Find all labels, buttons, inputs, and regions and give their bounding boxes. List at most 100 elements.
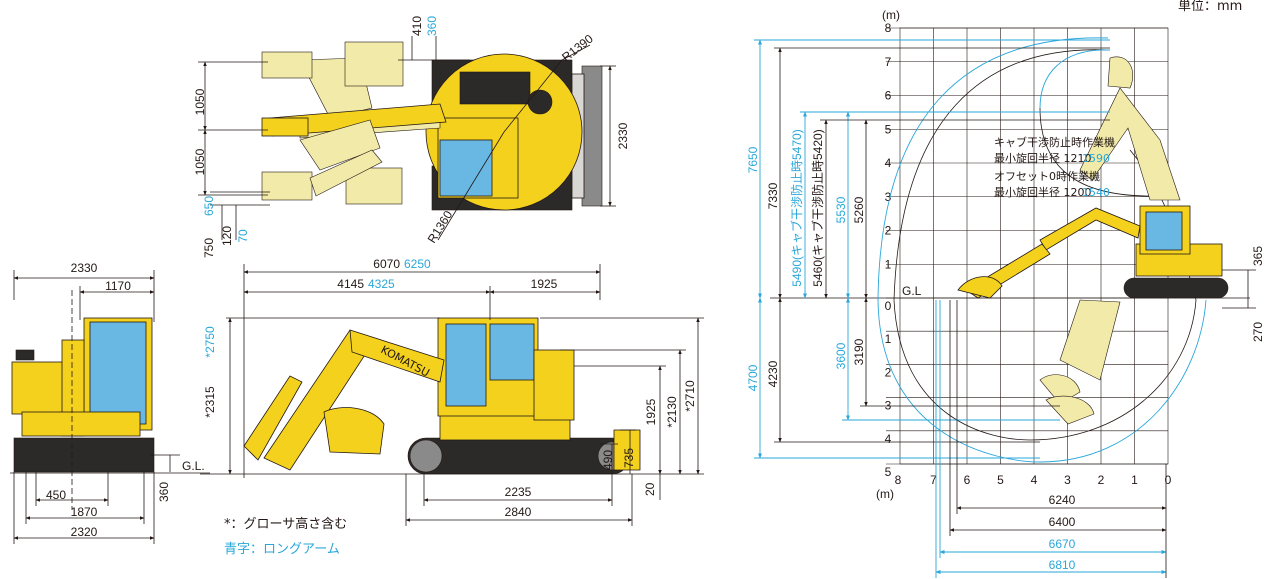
dim-750: 750 (202, 238, 216, 258)
dim-5260: 5260 (852, 196, 866, 223)
dim-6670: 6670 (1049, 537, 1076, 551)
dim-2840: 2840 (505, 505, 532, 519)
x-tick-label: 0 (1165, 473, 1172, 487)
anno-cab-title: キャブ干渉防止時作業機 (994, 135, 1115, 149)
dim-6240: 6240 (1049, 493, 1076, 507)
y-tick-label: 7 (885, 55, 892, 69)
dim-4700: 4700 (746, 364, 760, 391)
dim-450: 450 (46, 488, 66, 502)
top-cab-glass (439, 139, 493, 197)
dim-r1390: R1390 (559, 31, 596, 64)
y-tick-label: 2 (885, 224, 892, 238)
x-tick-label: 2 (1098, 473, 1105, 487)
anno-cab-radius-long: 1590 (1082, 152, 1110, 165)
dim-6070: 6070 (373, 257, 400, 271)
dim-7330: 7330 (766, 182, 780, 209)
gl-label-chart: G.L (902, 284, 922, 298)
dim-4325: 4325 (368, 277, 395, 291)
x-tick-label: 7 (930, 473, 937, 487)
dim-2330-top: 2330 (616, 122, 630, 149)
y-tick-label: 4 (885, 432, 892, 446)
dim-2315: *2315 (203, 386, 217, 418)
y-tick-label: 5 (885, 122, 892, 136)
anno-offset-radius: 最小旋回半径 1200 (994, 185, 1092, 199)
x-tick-label: 6 (964, 473, 971, 487)
top-bucket-lower (261, 171, 313, 201)
dim-3600: 3600 (834, 342, 848, 369)
chart-boom-raised (1079, 87, 1181, 201)
dim-490: 490 (601, 450, 615, 470)
side-view: KOMATSU 6070 6250 4145 4325 1925 *2315 (200, 257, 704, 526)
anno-cab-radius: 最小旋回半径 1210 (994, 151, 1092, 165)
x-tick-label: 5 (997, 473, 1004, 487)
dim-410: 410 (410, 16, 424, 36)
note-long-arm: 青字：ロングアーム (224, 542, 340, 557)
x-tick-label: 3 (1064, 473, 1071, 487)
dim-7650: 7650 (746, 146, 760, 173)
chart-boom (1039, 207, 1141, 251)
dim-4145: 4145 (337, 277, 364, 291)
gl-label-rear: G.L. (182, 459, 205, 473)
side-arm (243, 375, 303, 461)
top-arm-positions (261, 41, 447, 205)
y-tick-label: 1 (885, 257, 892, 271)
anno-offset-radius-long: 1540 (1082, 186, 1110, 199)
dim-5530: 5530 (834, 196, 848, 223)
dim-6400: 6400 (1049, 515, 1076, 529)
x-tick-label: 4 (1031, 473, 1038, 487)
rear-track (13, 437, 155, 473)
top-view: 1050 1050 2330 410 360 R1390 R1360 750 6… (193, 16, 630, 258)
y-tick-label: 4 (885, 156, 892, 170)
dim-360-top: 360 (425, 16, 439, 36)
dim-20: 20 (643, 482, 657, 496)
axis-unit-top: (m) (882, 8, 900, 22)
dim-2130: *2130 (665, 396, 679, 428)
rear-cab-glass (89, 321, 147, 425)
dim-2710: *2710 (683, 380, 697, 412)
chart-boom-lowered (1059, 299, 1121, 381)
dim-360-rear: 360 (157, 482, 171, 502)
dim-1050a: 1050 (193, 88, 207, 115)
dim-r1360: R1360 (425, 208, 456, 246)
dim-6250: 6250 (404, 257, 431, 271)
dim-650: 650 (202, 196, 216, 216)
dim-270: 270 (1251, 322, 1265, 342)
dim-3190: 3190 (852, 338, 866, 365)
dim-1050b: 1050 (193, 148, 207, 175)
y-tick-label: 5 (885, 465, 892, 479)
y-tick-label: 6 (885, 89, 892, 103)
top-bucket-upper (261, 51, 313, 79)
side-bucket (323, 407, 385, 455)
dim-735: 735 (622, 448, 636, 468)
y-tick-label: 1 (885, 332, 892, 346)
dim-120: 120 (220, 226, 234, 246)
dim-4230: 4230 (766, 360, 780, 387)
dim-2320: 2320 (71, 525, 98, 539)
dim-2330-rear: 2330 (71, 261, 98, 275)
y-tick-label: 3 (885, 190, 892, 204)
dim-1870: 1870 (71, 505, 98, 519)
axis-unit-bottom: (m) (876, 487, 894, 501)
dim-5460: 5460(キャブ干渉防止時5420) (810, 129, 825, 286)
dim-1925-side: 1925 (644, 398, 658, 425)
note-crawler: *：グローサ高さ含む (224, 517, 348, 532)
top-engine-hood (459, 71, 531, 105)
dim-365: 365 (1251, 246, 1265, 266)
range-envelope-long (877, 37, 1207, 463)
top-bucket-center (261, 117, 309, 137)
y-tick-label: 0 (885, 299, 892, 313)
notes: *：グローサ高さ含む 青字：ロングアーム (224, 513, 347, 557)
dim-1925-top: 1925 (531, 277, 558, 291)
dim-70: 70 (236, 229, 250, 243)
dim-2750: *2750 (203, 326, 217, 358)
top-blade (581, 65, 603, 207)
dim-6810: 6810 (1049, 558, 1076, 572)
side-cab-window (445, 323, 487, 407)
rear-view: 2330 1170 450 1870 2320 360 G.L. (10, 261, 210, 544)
x-tick-label: 1 (1131, 473, 1138, 487)
unit-label: 単位：mm (1178, 0, 1243, 14)
y-tick-label: 2 (885, 365, 892, 379)
dim-2235: 2235 (505, 485, 532, 499)
y-tick-label: 8 (885, 21, 892, 35)
